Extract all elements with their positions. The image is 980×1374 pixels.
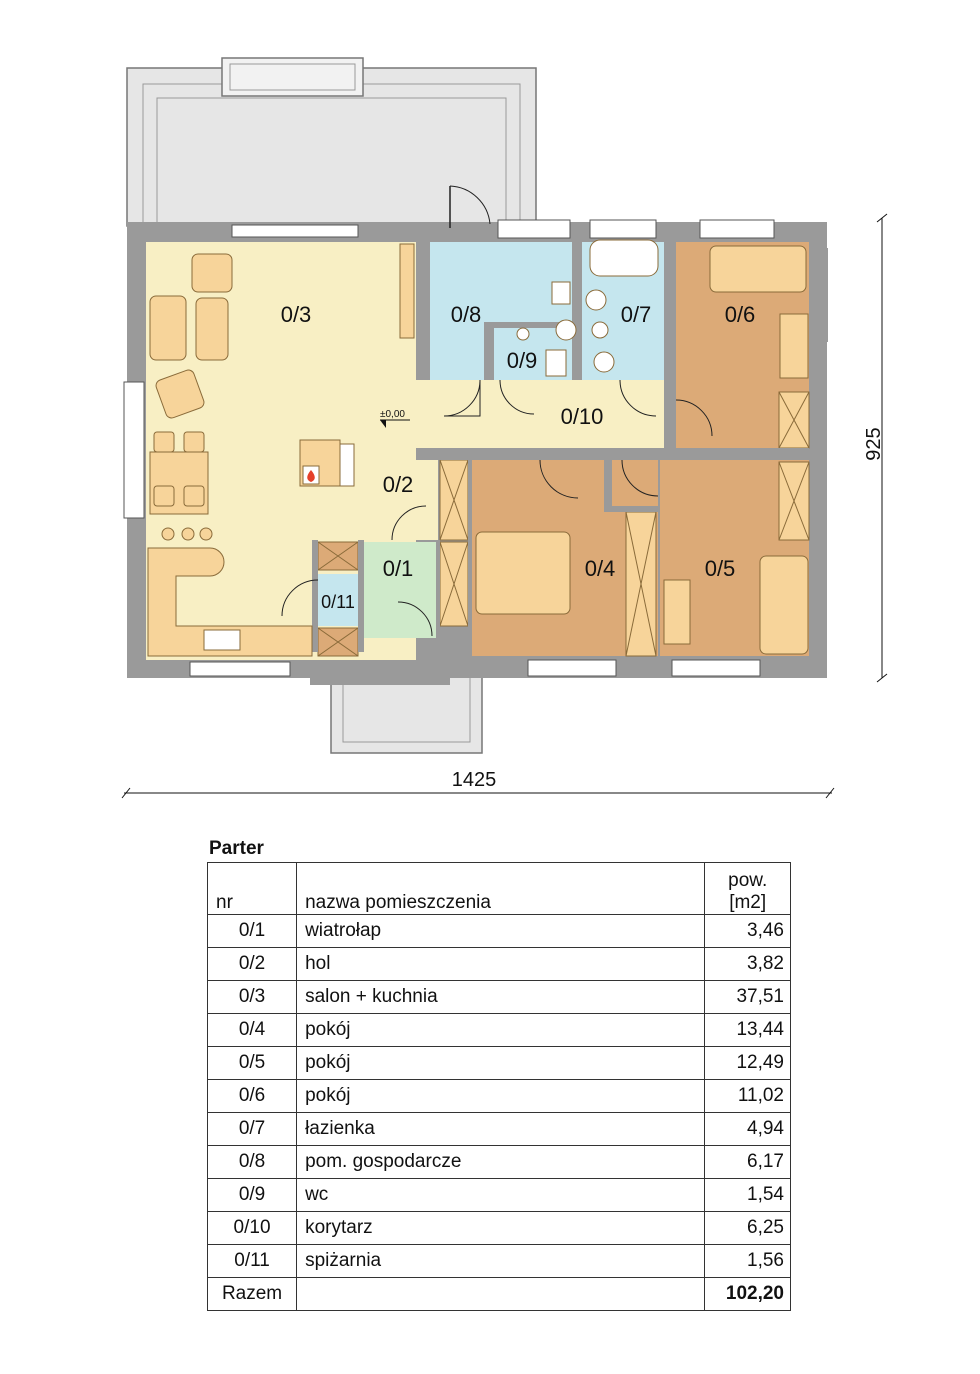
room-label-0-10: 0/10	[561, 404, 604, 429]
header-name: nazwa pomieszczenia	[296, 862, 706, 915]
dimension-depth	[876, 213, 888, 683]
room-label-0-6: 0/6	[725, 302, 756, 327]
room-name: pokój	[296, 1013, 706, 1047]
total-row: Razem 102,20	[206, 1277, 791, 1311]
room-name: łazienka	[296, 1112, 706, 1146]
furniture	[147, 239, 809, 657]
room-name: wiatrołap	[296, 914, 706, 948]
room-label-0-1: 0/1	[383, 556, 414, 581]
room-name: wc	[296, 1178, 706, 1212]
room-label-0-8: 0/8	[451, 302, 482, 327]
room-area: 3,46	[704, 914, 791, 948]
floor-plan: ±0,00 0/3 0/8 0/7 0/6 0/9 0/10 0/2 0/1 0…	[121, 57, 888, 799]
room-label-0-11: 0/11	[321, 592, 355, 612]
table-header-row: nr nazwa pomieszczenia pow.[m2]	[206, 862, 791, 915]
room-number: 0/7	[206, 1112, 298, 1146]
level-mark-label: ±0,00	[380, 409, 405, 420]
dimension-width-label: 1425	[452, 769, 497, 791]
windows	[123, 219, 828, 677]
room-area: 13,44	[704, 1013, 791, 1047]
header-nr: nr	[206, 862, 298, 915]
header-area: pow.[m2]	[704, 862, 791, 915]
room-label-0-3: 0/3	[281, 302, 312, 327]
room-name: pokój	[296, 1046, 706, 1080]
room-name: pokój	[296, 1079, 706, 1113]
room-label-0-2: 0/2	[383, 472, 414, 497]
room-area: 6,17	[704, 1145, 791, 1179]
room-area: 3,82	[704, 947, 791, 981]
room-label-0-7: 0/7	[621, 302, 652, 327]
room-number: 0/2	[206, 947, 298, 981]
room-number: 0/4	[206, 1013, 298, 1047]
total-area: 102,20	[704, 1277, 791, 1311]
room-0-1-floor	[364, 542, 436, 638]
room-number: 0/1	[206, 914, 298, 948]
room-number: 0/5	[206, 1046, 298, 1080]
room-area: 6,25	[704, 1211, 791, 1245]
room-label-0-5: 0/5	[705, 556, 736, 581]
dimension-depth-label: 925	[863, 427, 885, 460]
room-labels: 0/3 0/8 0/7 0/6 0/9 0/10 0/2 0/1 0/4 0/5…	[281, 302, 756, 612]
total-label: Razem	[206, 1277, 298, 1311]
room-number: 0/10	[206, 1211, 298, 1245]
room-number: 0/11	[206, 1244, 298, 1278]
terrace	[126, 57, 537, 227]
room-area: 12,49	[704, 1046, 791, 1080]
fireplace-icon	[302, 465, 320, 485]
room-name: korytarz	[296, 1211, 706, 1245]
room-number: 0/8	[206, 1145, 298, 1179]
level-mark: ±0,00	[380, 409, 410, 428]
room-number: 0/3	[206, 980, 298, 1014]
room-area: 37,51	[704, 980, 791, 1014]
room-label-0-9: 0/9	[507, 348, 538, 373]
room-label-0-4: 0/4	[585, 556, 616, 581]
header-area-line2: [m2]	[729, 892, 767, 913]
room-area: 1,54	[704, 1178, 791, 1212]
room-name: pom. gospodarcze	[296, 1145, 706, 1179]
room-schedule-title: Parter	[209, 838, 264, 859]
room-area: 1,56	[704, 1244, 791, 1278]
total-empty	[296, 1277, 706, 1311]
room-0-11-floor	[318, 574, 358, 626]
dimension-width	[121, 787, 835, 799]
doors	[281, 185, 713, 637]
header-area-line1: pow.	[728, 870, 768, 891]
internal-walls	[312, 222, 809, 656]
room-name: hol	[296, 947, 706, 981]
room-number: 0/6	[206, 1079, 298, 1113]
room-name: salon + kuchnia	[296, 980, 706, 1014]
room-area: 4,94	[704, 1112, 791, 1146]
room-schedule: Parter nr nazwa pomieszczenia pow.[m2] 0…	[206, 836, 791, 1311]
room-name: spiżarnia	[296, 1244, 706, 1278]
room-area: 11,02	[704, 1079, 791, 1113]
room-number: 0/9	[206, 1178, 298, 1212]
